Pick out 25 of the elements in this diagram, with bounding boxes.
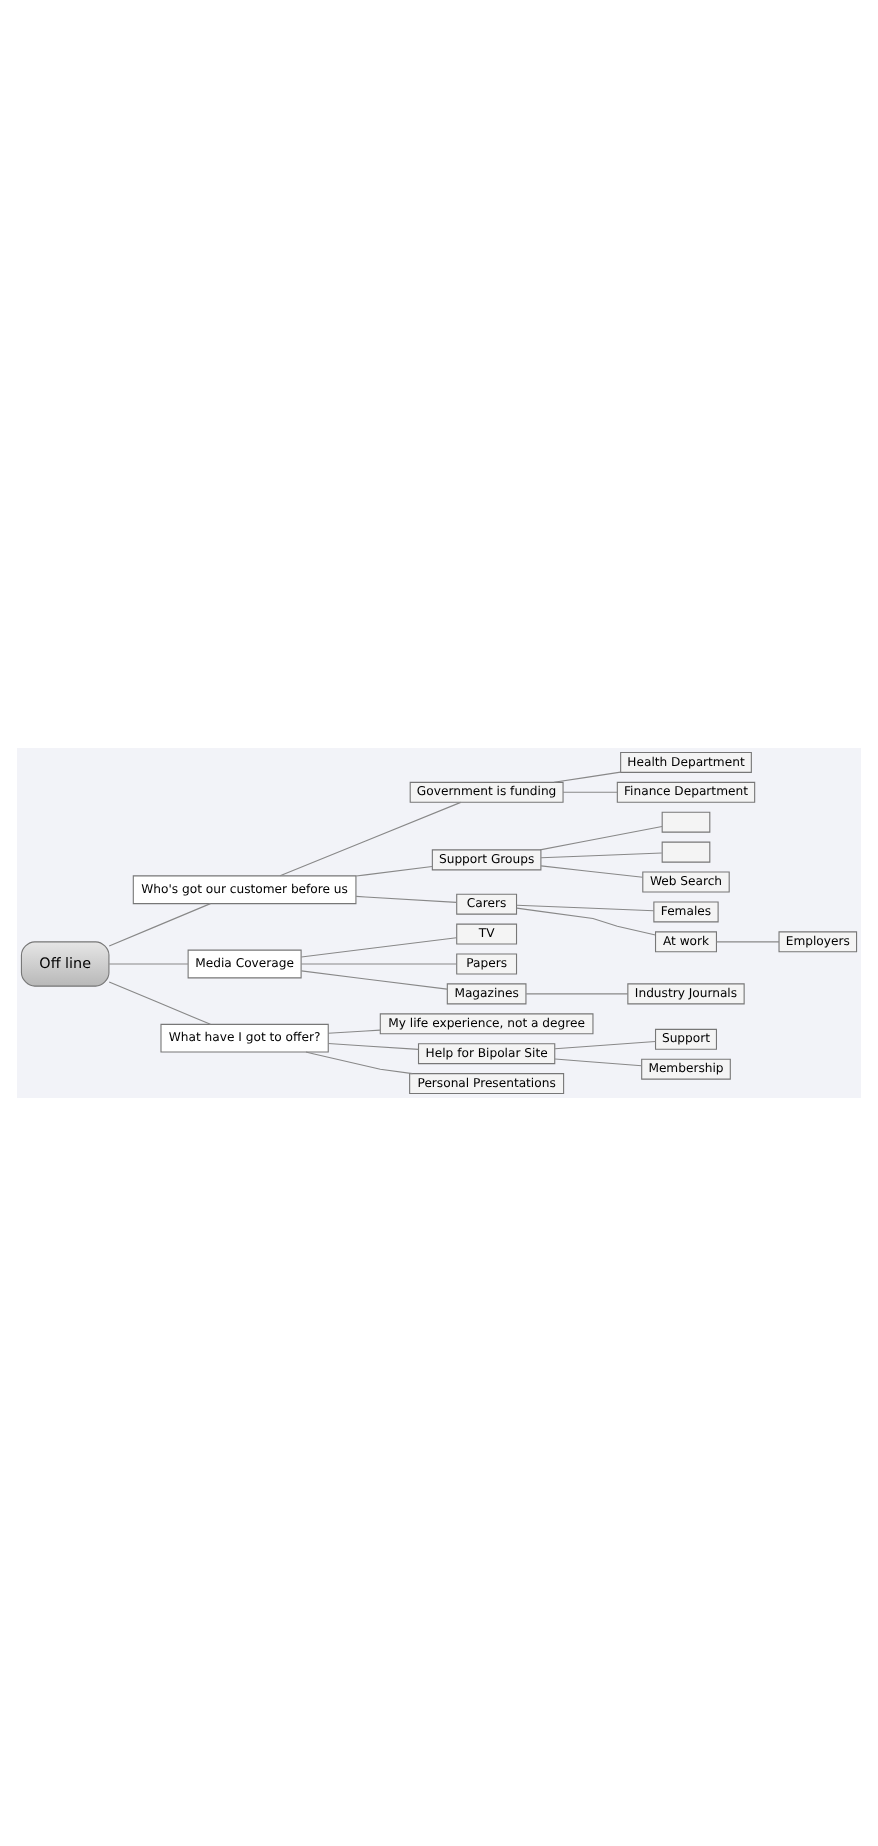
connector — [715, 941, 780, 943]
connector — [108, 903, 211, 947]
connector — [300, 937, 457, 958]
connector — [554, 1058, 643, 1067]
connector — [108, 963, 189, 965]
connector — [279, 801, 462, 877]
node-box — [661, 841, 711, 863]
node-box — [661, 811, 711, 833]
connector — [355, 865, 433, 877]
connector — [355, 895, 457, 903]
connector — [553, 771, 622, 783]
connector — [525, 993, 629, 995]
connector — [540, 852, 663, 859]
connector — [300, 970, 448, 990]
connector — [539, 826, 663, 851]
connector — [108, 981, 211, 1025]
connector — [554, 1040, 656, 1050]
connector — [305, 1051, 413, 1075]
connector — [300, 963, 457, 965]
connector — [516, 907, 656, 936]
connector — [540, 865, 644, 878]
connector — [562, 791, 618, 793]
connector — [327, 1042, 419, 1050]
connector — [327, 1029, 381, 1034]
connector — [516, 904, 655, 912]
